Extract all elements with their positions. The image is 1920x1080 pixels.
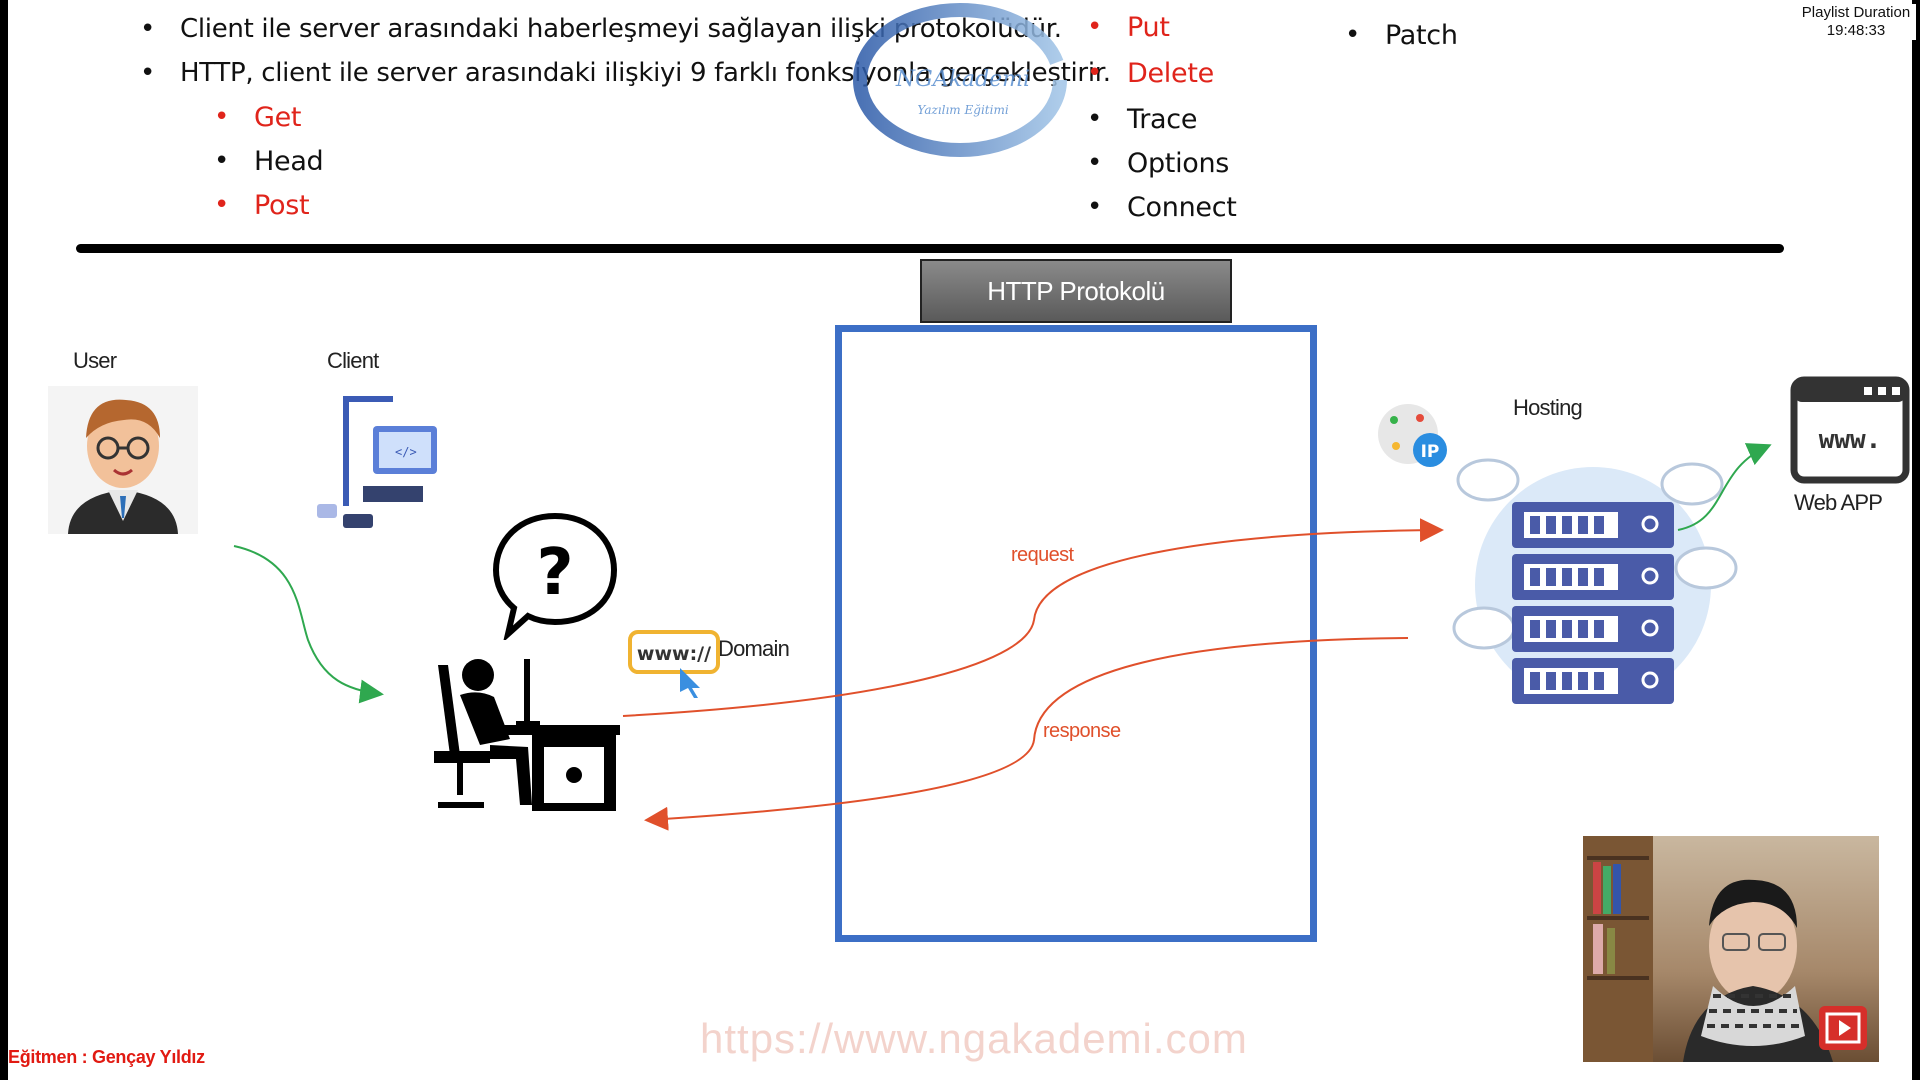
domain-label: Domain [718, 636, 790, 661]
method-label: Head [254, 146, 324, 177]
bullet-dot: • [214, 102, 230, 132]
method-post: • Post [214, 190, 310, 221]
webapp-badge-text: www. [1819, 425, 1882, 455]
flow-arrows [233, 443, 1772, 831]
support-agent-desk-icon [420, 655, 620, 815]
svg-text:</>: </> [395, 445, 417, 459]
playlist-duration-label: Playlist Duration [1801, 4, 1911, 21]
server-to-webapp-arrow [1677, 443, 1772, 531]
bullet-dot: • [1087, 12, 1103, 42]
bullet-dot: • [1345, 20, 1361, 50]
ip-globe-icon: IP [1376, 400, 1452, 470]
playlist-duration-value: 19:48:33 [1826, 22, 1886, 39]
bullet-dot: • [140, 14, 156, 44]
webapp-browser-icon: www. [1790, 376, 1910, 486]
method-patch: • Patch [1345, 20, 1458, 51]
play-logo-icon [1819, 1006, 1867, 1050]
client-label: Client [327, 348, 379, 373]
svg-text:?: ? [536, 536, 573, 610]
domain-badge-text: www:// [637, 643, 711, 665]
webapp-label: Web APP [1794, 490, 1883, 515]
hosting-server-icon [1448, 440, 1738, 720]
method-label: Get [254, 102, 302, 133]
response-arrow [644, 637, 1409, 831]
website-watermark: https://www.ngakademi.com [700, 1015, 1248, 1062]
user-avatar [48, 386, 198, 534]
instructor-webcam [1583, 836, 1879, 1062]
client-computer-icon: </> [313, 386, 443, 536]
http-protocol-title: HTTP Protokolü [920, 259, 1232, 323]
method-trace: • Trace [1087, 104, 1198, 135]
method-delete: • Delete [1087, 58, 1214, 89]
bullet-dot: • [1087, 148, 1103, 178]
bullet-dot: • [214, 190, 230, 220]
user-to-client-arrow [233, 545, 384, 704]
bullet-functions: • HTTP, client ile server arasındaki ili… [140, 58, 1111, 88]
bullet-dot: • [140, 58, 156, 88]
request-arrow [622, 518, 1444, 717]
bullet-dot: • [1087, 104, 1103, 134]
question-bubble-icon: ? [490, 510, 620, 643]
hosting-label: Hosting [1513, 395, 1583, 420]
ngakademi-logo: NGAkademi Yazılım Eğitimi [848, 0, 1078, 160]
method-label: Post [254, 190, 310, 221]
method-label: Patch [1385, 20, 1458, 51]
method-label: Delete [1127, 58, 1214, 89]
user-label: User [73, 348, 117, 373]
slide: • Client ile server arasındaki haberleşm… [8, 0, 1912, 1080]
bullet-dot: • [1087, 192, 1103, 222]
bullet-dot: • [214, 146, 230, 176]
method-label: Connect [1127, 192, 1237, 223]
response-label: response [1043, 720, 1121, 742]
logo-brand: NGAkademi [895, 67, 1030, 92]
method-options: • Options [1087, 148, 1230, 179]
request-label: request [1011, 544, 1074, 566]
ip-badge-text: IP [1421, 442, 1440, 462]
section-divider [76, 244, 1784, 253]
method-label: Trace [1127, 104, 1198, 135]
domain-www-icon: www:// [628, 630, 720, 698]
method-connect: • Connect [1087, 192, 1237, 223]
bullet-text: HTTP, client ile server arasındaki ilişk… [180, 58, 1111, 88]
method-get: • Get [214, 102, 302, 133]
bullet-dot: • [1087, 58, 1103, 88]
method-label: Put [1127, 12, 1170, 43]
method-head: • Head [214, 146, 324, 177]
playlist-duration-overlay: Playlist Duration 19:48:33 [1796, 4, 1916, 40]
logo-subtitle: Yazılım Eğitimi [917, 103, 1008, 117]
method-label: Options [1127, 148, 1230, 179]
method-put: • Put [1087, 12, 1170, 43]
instructor-label: Eğitmen : Gençay Yıldız [8, 1047, 205, 1067]
protocol-frame [835, 325, 1317, 942]
